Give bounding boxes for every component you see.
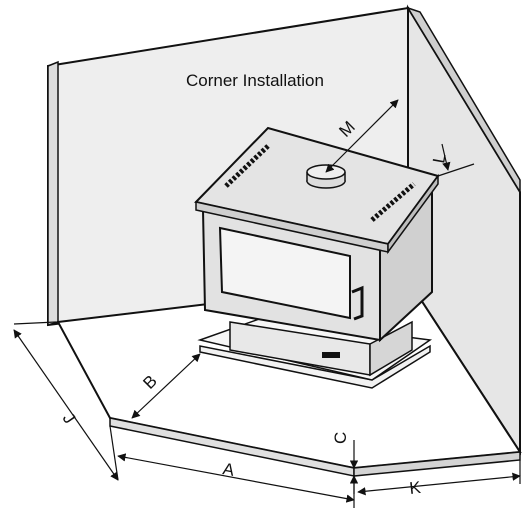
label-k: K (408, 478, 422, 498)
dimension-lines (13, 99, 521, 508)
brand-badge (322, 352, 340, 358)
label-a: A (221, 459, 236, 480)
diagram-title: Corner Installation (186, 71, 324, 90)
label-c: C (331, 432, 350, 444)
top-vents (224, 144, 416, 222)
right-wall (406, 4, 521, 456)
label-j: J (59, 409, 79, 427)
flue-collar (306, 164, 346, 189)
label-l: L (429, 152, 449, 165)
wood-stove (194, 126, 440, 389)
